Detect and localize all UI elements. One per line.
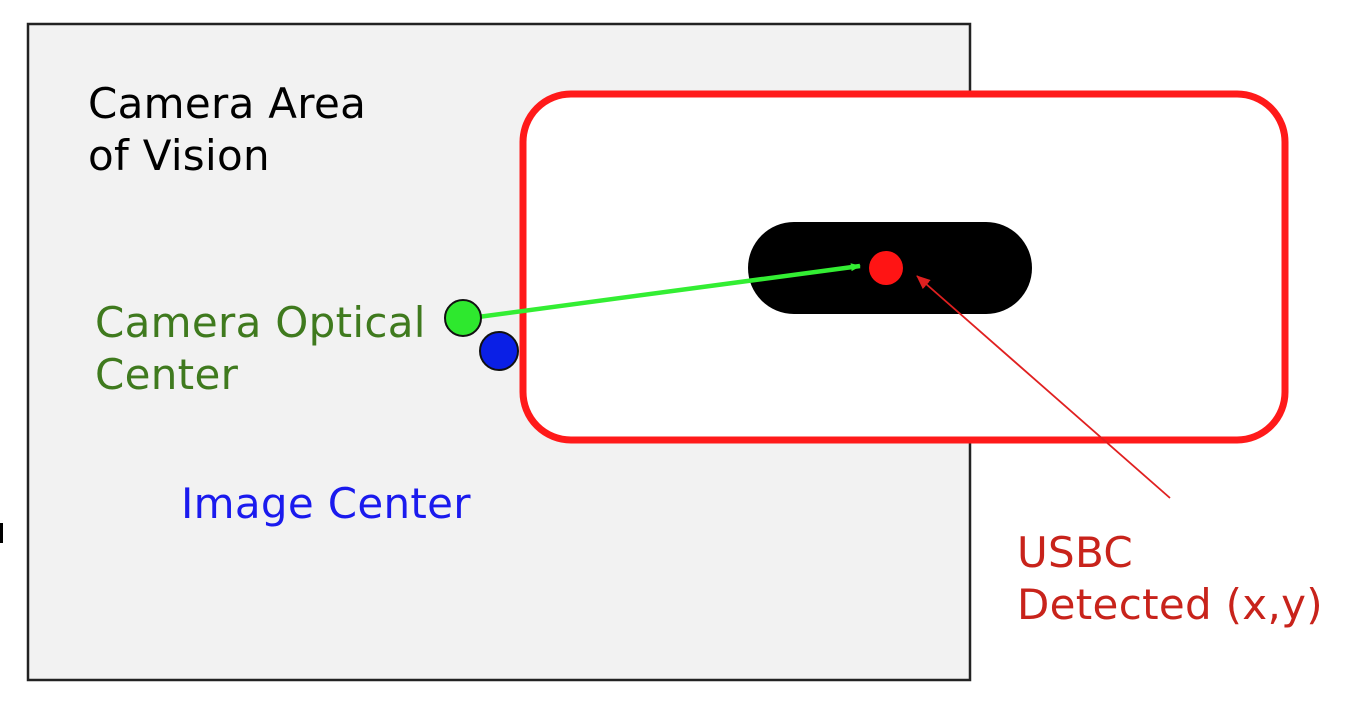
camera-area-label: Camera Area of Vision [88, 78, 366, 182]
optical-center-label-line-2: Center [95, 350, 239, 399]
image-center-label: Image Center [181, 478, 471, 530]
optical-to-usbc-arrow [477, 263, 861, 320]
usbc-detected-label-line-2: Detected (x,y) [1017, 580, 1323, 629]
optical-center-label-line-1: Camera Optical [95, 298, 426, 347]
optical-center-dot [444, 299, 482, 337]
camera-area-label-line-1: Camera Area [88, 79, 367, 128]
usbc-pointer-line [916, 275, 1171, 499]
edge-mark [0, 523, 3, 543]
usbc-detected-label-line-1: USBC [1017, 528, 1134, 577]
usbc-detected-label: USBC Detected (x,y) [1017, 527, 1323, 631]
usbc-detected-dot [869, 251, 903, 285]
camera-area-label-line-2: of Vision [88, 131, 270, 180]
optical-center-label: Camera Optical Center [95, 297, 426, 401]
image-center-dot [479, 331, 519, 371]
image-center-label-text: Image Center [181, 479, 471, 528]
